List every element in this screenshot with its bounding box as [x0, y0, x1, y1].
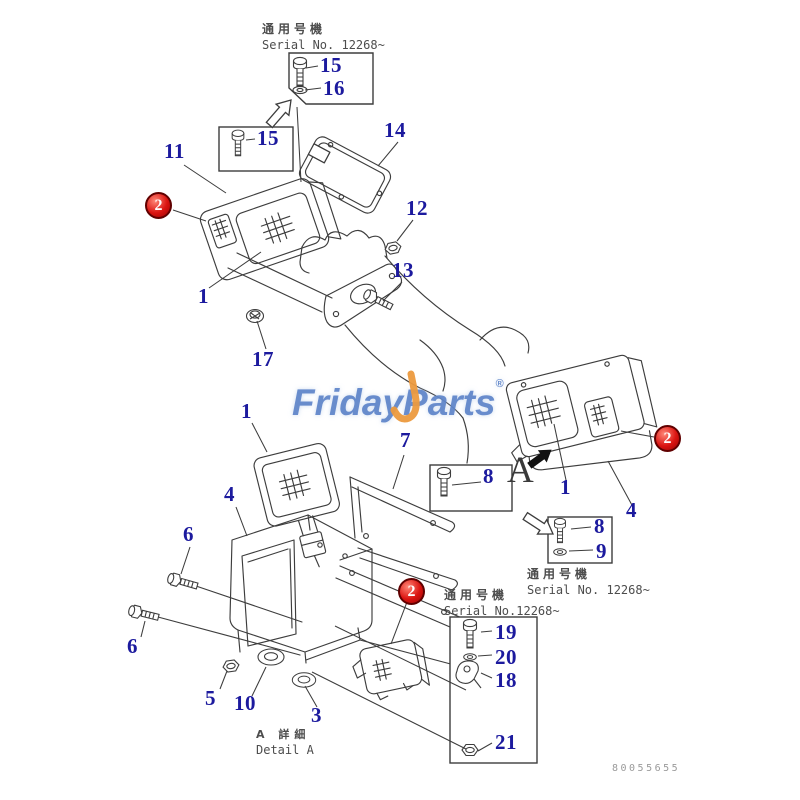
registered-mark: ®	[495, 378, 504, 390]
part-callout-6: 6	[183, 522, 194, 546]
washer-icon	[553, 548, 567, 556]
part-callout-3: 3	[311, 703, 322, 727]
housing-lower-left-art	[229, 514, 463, 668]
part-callout-5: 5	[205, 686, 216, 710]
serial-note-en: Serial No. 12268~	[527, 583, 650, 597]
part-callout-8: 8	[594, 514, 605, 538]
part-callout-19: 19	[495, 620, 517, 644]
detail-a-caption-en: Detail A	[256, 743, 314, 757]
plug-icon	[245, 308, 265, 324]
part-callout-1: 1	[198, 284, 209, 308]
serial-note-0: 通用号機 Serial No. 12268~	[262, 20, 385, 52]
section-view-letter: A	[507, 450, 534, 491]
serial-note-en: Serial No. 12268~	[262, 38, 385, 52]
part-callout-20: 20	[495, 645, 517, 669]
washer-icon	[463, 653, 477, 661]
serial-note-jp: 通用号機	[444, 588, 509, 602]
lamp-right-art	[505, 354, 658, 471]
mount-bracket-art	[157, 229, 530, 656]
detail-a-caption: A 詳細 Detail A	[256, 726, 314, 757]
serial-note-2: 通用号機 Serial No.12268~	[444, 586, 560, 618]
part-callout-18: 18	[495, 668, 517, 692]
serial-note-en: Serial No.12268~	[444, 604, 560, 618]
lamp-upper-left-art	[199, 178, 342, 281]
part-callout-15: 15	[320, 53, 342, 77]
leader-lines	[140, 65, 655, 752]
part-callout-8: 8	[483, 464, 494, 488]
grommet-icon	[257, 648, 285, 666]
note-box-screw15	[218, 126, 294, 172]
note-box-top	[288, 52, 374, 105]
doc-number: 80055655	[612, 763, 681, 774]
part-callout-4: 4	[626, 498, 637, 522]
red-circle-marker-2: 2	[398, 578, 425, 605]
bracket-14-art	[298, 136, 392, 214]
part-callout-6: 6	[127, 634, 138, 658]
watermark-text-left: Frida	[292, 382, 383, 423]
part-callout-10: 10	[234, 691, 256, 715]
watermark-swoosh-icon	[390, 370, 420, 423]
part-callout-21: 21	[495, 730, 517, 754]
note-box-bottom-right	[449, 616, 538, 764]
bolt-icon	[126, 603, 161, 624]
clamp-icon	[455, 660, 482, 689]
part-callout-16: 16	[323, 76, 345, 100]
red-circle-marker-2: 2	[654, 425, 681, 452]
part-callout-1: 1	[241, 399, 252, 423]
part-callout-1: 1	[560, 475, 571, 499]
fridayparts-watermark: FridayParts®	[292, 370, 522, 430]
part-callout-17: 17	[252, 347, 274, 371]
cover-panel-7-art	[349, 476, 458, 591]
washer-icon	[292, 85, 308, 95]
serial-note-jp: 通用号機	[527, 567, 592, 581]
part-callout-4: 4	[224, 482, 235, 506]
lamp-lower-left-art	[253, 442, 340, 568]
part-callout-13: 13	[392, 258, 414, 282]
detail-a-caption-jp: A 詳細	[256, 728, 311, 741]
nut-icon	[221, 658, 241, 674]
part-callout-9: 9	[596, 539, 607, 563]
part-callout-7: 7	[400, 428, 411, 452]
red-circle-marker-2: 2	[145, 192, 172, 219]
lamp-small-bottom-art	[352, 639, 431, 701]
serial-note-1: 通用号機 Serial No. 12268~	[527, 565, 650, 597]
nut-icon	[461, 743, 479, 757]
grommet-icon	[291, 672, 317, 688]
part-callout-15: 15	[257, 126, 279, 150]
bolt-icon	[165, 571, 200, 593]
part-callout-14: 14	[384, 118, 406, 142]
part-callout-11: 11	[164, 139, 185, 163]
serial-note-jp: 通用号機	[262, 22, 327, 36]
part-callout-12: 12	[406, 196, 428, 220]
